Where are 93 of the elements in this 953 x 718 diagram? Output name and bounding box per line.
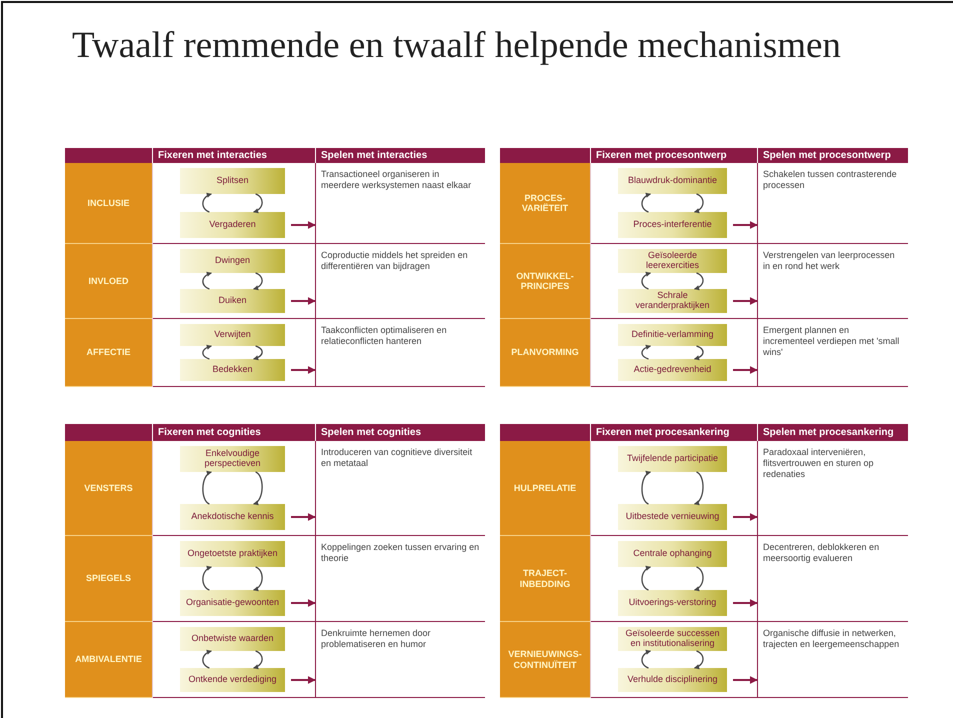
row-header: PLANVORMING (500, 319, 590, 387)
column-header: Spelen met procesontwerp (757, 148, 908, 163)
description-cell: Coproductie middels het spreiden en differentiëren van bijdragen (315, 244, 485, 319)
mechanism-box: Centrale ophanging (618, 541, 727, 567)
curved-arrow (202, 345, 212, 360)
description-cell: Transactioneel organiseren in meerdere werksystemen naast elkaar (315, 163, 485, 244)
column-header: Spelen met procesankering (757, 424, 908, 441)
arrow (291, 676, 316, 684)
curved-arrow (694, 566, 704, 591)
curved-arrow (694, 272, 704, 290)
description-cell: Introduceren van cognitieve diversiteit en metataal (315, 441, 485, 536)
curved-arrow (641, 471, 651, 505)
description-cell: Decentreren, deblokkeren en meersoortig evalueren (757, 536, 908, 622)
curved-arrow (202, 566, 212, 591)
arrow (733, 599, 758, 607)
title: Twaalf remmende en twaalf helpende mechanismen (72, 24, 841, 67)
arrow (291, 513, 316, 521)
mechanism-box: Anekdotische kennis (180, 504, 285, 530)
curved-arrow (641, 345, 652, 360)
row-header: HULPRELATIE (500, 441, 590, 536)
curved-arrow (253, 345, 263, 360)
row-header: SPIEGELS (65, 536, 152, 622)
column-header: Fixeren met interacties (152, 148, 315, 163)
column-header: Spelen met cognities (315, 424, 485, 441)
curved-arrow (694, 345, 704, 360)
mechanism-box: Splitsen (180, 168, 285, 194)
mechanism-box: Schrale veranderpraktijken (618, 289, 727, 313)
mechanism-box: Ontkende verdediging (180, 668, 285, 692)
curved-arrow (202, 272, 212, 290)
row-header: VENSTERS (65, 441, 152, 536)
mechanism-box: Verhulde disciplinering (618, 668, 727, 692)
mechanism-box: Duiken (180, 289, 285, 313)
description-cell: Koppelingen zoeken tussen ervaring en theorie (315, 536, 485, 622)
column-header: Fixeren met procesankering (590, 424, 757, 441)
curved-arrow (253, 272, 263, 290)
mechanism-box: Bedekken (180, 359, 285, 381)
mechanism-box: Geïsoleerde successen en institutionalisering (618, 627, 727, 651)
description-cell: Paradoxaal interveniëren, flitsvertrouwen en sturen op redenaties (757, 441, 908, 536)
mechanism-box: Blauwdruk-dominantie (618, 168, 727, 194)
mechanism-box: Vergaderen (180, 212, 285, 238)
mechanism-box: Organisatie-gewoonten (180, 590, 285, 616)
arrow (291, 221, 316, 229)
arrow (733, 676, 758, 684)
arrow (733, 297, 758, 305)
column-header: Fixeren met cognities (152, 424, 315, 441)
mechanism-box: Actie-gedrevenheid (618, 359, 727, 381)
mechanism-box: Twijfelende participatie (618, 446, 727, 472)
row-header: AMBIVALENTIE (65, 622, 152, 698)
row-header: INCLUSIE (65, 163, 152, 244)
mechanism-box: Geïsoleerde leerexercities (618, 249, 727, 273)
description-cell: Denkruimte hernemen door problematiseren en humor (315, 622, 485, 698)
arrow (291, 297, 316, 305)
curved-arrow (694, 650, 704, 669)
mechanism-box: Uitbestede vernieuwing (618, 504, 727, 530)
description-cell: Verstrengelen van leerprocessen in en rond het werk (757, 244, 908, 319)
mechanism-box: Dwingen (180, 249, 285, 273)
description-cell: Emergent plannen en incrementeel verdiepen met 'small wins' (757, 319, 908, 387)
mechanism-box: Enkelvoudige perspectieven (180, 446, 285, 472)
column-header: Fixeren met procesontwerp (590, 148, 757, 163)
description-cell: Organische diffusie in netwerken, trajecten en leergemeenschappen (757, 622, 908, 698)
curved-arrow (253, 566, 263, 591)
curved-arrow (694, 193, 704, 213)
row-header: INVLOED (65, 244, 152, 319)
description-cell: Schakelen tussen contrasterende processen (757, 163, 908, 244)
curved-arrow (641, 566, 651, 591)
mechanism-box: Uitvoerings-verstoring (618, 590, 727, 616)
curved-arrow (641, 193, 651, 213)
row-header: VERNIEUWINGS-CONTINUÏTEIT (500, 622, 590, 698)
arrow (733, 513, 758, 521)
arrow (291, 366, 316, 374)
curved-arrow (641, 650, 651, 669)
row-header: AFFECTIE (65, 319, 152, 387)
mechanism-box: Verwijten (180, 324, 285, 346)
arrow (733, 221, 758, 229)
mechanism-box: Definitie-verlamming (618, 324, 727, 346)
mechanism-box: Ongetoetste praktijken (180, 541, 285, 567)
curved-arrow (694, 471, 704, 505)
curved-arrow (253, 471, 263, 505)
curved-arrow (202, 193, 212, 213)
mechanism-box: Onbetwiste waarden (180, 627, 285, 651)
row-header: TRAJECT-INBEDDING (500, 536, 590, 622)
arrow (733, 366, 758, 374)
description-cell: Taakconflicten optimaliseren en relatieconflicten hanteren (315, 319, 485, 387)
curved-arrow (202, 471, 212, 505)
column-header: Spelen met interacties (315, 148, 485, 163)
curved-arrow (202, 650, 212, 669)
curved-arrow (641, 272, 651, 290)
mechanism-box: Proces-interferentie (618, 212, 727, 238)
curved-arrow (253, 650, 263, 669)
row-header: ONTWIKKEL-PRINCIPES (500, 244, 590, 319)
arrow (291, 599, 316, 607)
curved-arrow (253, 193, 263, 213)
row-header: PROCES-VARIËTEIT (500, 163, 590, 244)
